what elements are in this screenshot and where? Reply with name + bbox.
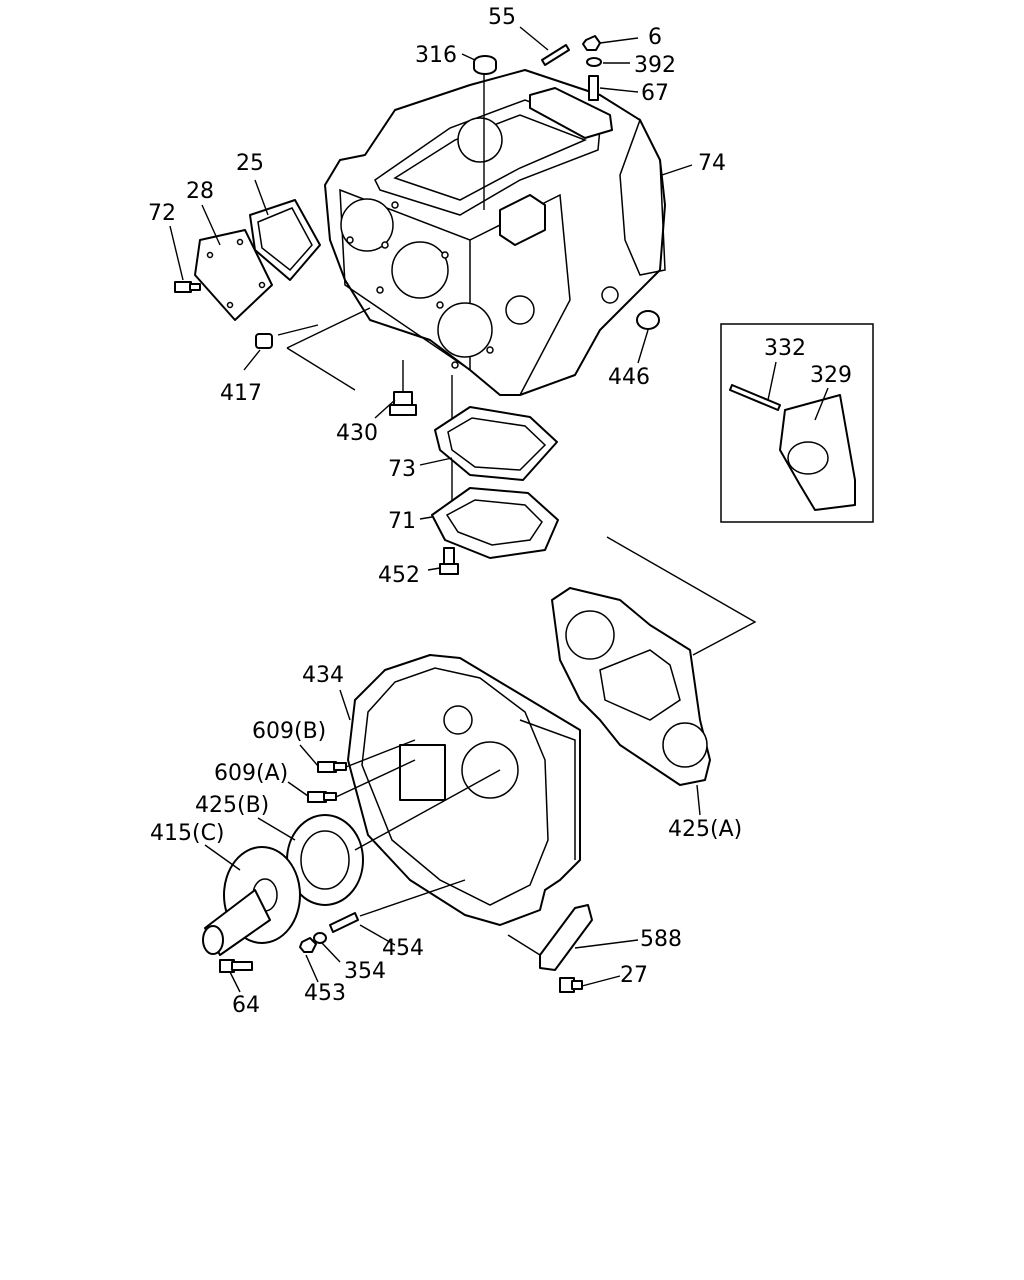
plug-446	[636, 310, 660, 330]
callout-332: 332	[764, 336, 806, 361]
transmission-case	[324, 69, 666, 396]
callout-417: 417	[220, 381, 262, 406]
callout-329: 329	[810, 363, 852, 388]
callout-72: 72	[148, 201, 176, 226]
cover-588	[539, 904, 593, 971]
callout-64: 64	[232, 993, 260, 1018]
callout-454: 454	[382, 936, 424, 961]
callout-74: 74	[698, 151, 726, 176]
callout-27: 27	[620, 963, 648, 988]
callout-392: 392	[634, 53, 676, 78]
callout-73: 73	[388, 457, 416, 482]
callout-25: 25	[236, 151, 264, 176]
callout-labels: 55 6 392 67 316 74 25 28 72 417 430 446 …	[148, 5, 852, 1018]
nut-453	[299, 937, 317, 953]
callout-316: 316	[415, 43, 457, 68]
plug-417	[255, 333, 273, 349]
stud-454	[329, 912, 359, 933]
stud-55	[541, 44, 570, 66]
plug-430	[389, 391, 417, 416]
washer-354	[313, 932, 327, 944]
callout-415c: 415(C)	[150, 821, 225, 846]
cover-28	[194, 229, 273, 321]
callout-425a: 425(A)	[668, 817, 742, 842]
inset-detail	[720, 323, 874, 523]
gasket-25	[249, 199, 321, 281]
callout-6: 6	[648, 25, 662, 50]
bolt-27	[559, 977, 583, 993]
cover-73	[434, 406, 558, 481]
leader-lines	[169, 26, 829, 993]
bolt-609b	[317, 761, 347, 773]
callout-430: 430	[336, 421, 378, 446]
callout-71: 71	[388, 509, 416, 534]
nut-6	[582, 35, 601, 51]
bolt-72	[174, 281, 201, 293]
plate-71	[431, 487, 559, 559]
bolt-609a	[307, 791, 337, 803]
bolt-452	[439, 547, 459, 575]
washer-392	[586, 57, 602, 67]
callout-609b: 609(B)	[252, 719, 326, 744]
callout-354: 354	[344, 959, 386, 984]
gasket-425a	[551, 587, 711, 786]
callout-452: 452	[378, 563, 420, 588]
bearing-retainer-415c	[202, 846, 301, 956]
callout-588: 588	[640, 927, 682, 952]
stud-67	[588, 75, 599, 101]
callout-28: 28	[186, 179, 214, 204]
callout-609a: 609(A)	[214, 761, 288, 786]
callout-67: 67	[641, 81, 669, 106]
callout-446: 446	[608, 365, 650, 390]
callout-434: 434	[302, 663, 344, 688]
callout-453: 453	[304, 981, 346, 1006]
callout-425b: 425(B)	[195, 793, 269, 818]
bolt-64	[219, 959, 253, 973]
plug-316	[473, 55, 497, 75]
callout-55: 55	[488, 5, 516, 30]
